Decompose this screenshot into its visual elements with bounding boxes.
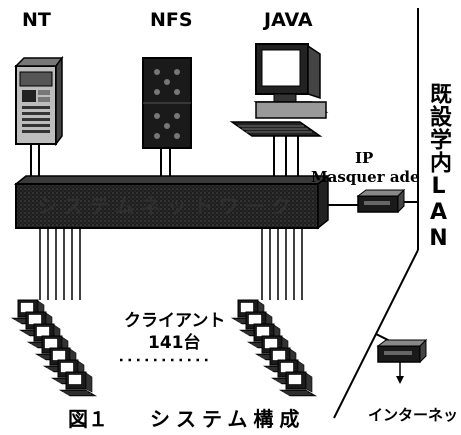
nfs-server [142, 57, 192, 149]
caption-title: システム構成 [150, 407, 305, 431]
java-label: JAVA [262, 9, 313, 31]
switch-label: システムネットワーク [37, 194, 296, 218]
network-switch: システムネットワーク [13, 174, 331, 230]
client-group-left [11, 299, 97, 397]
masquerade-line2: Masquer ade [311, 168, 420, 186]
nfs-label: NFS [150, 9, 193, 31]
lan-label: 既設学内LAN [426, 82, 451, 252]
clients-line1: クライアント [124, 311, 225, 331]
client-group-right [231, 299, 317, 397]
internet-label: インターネット [368, 406, 461, 424]
java-workstation [229, 43, 329, 137]
clients-line2: 141台 [148, 332, 201, 353]
nt-label: NT [22, 9, 51, 31]
internet-router [376, 338, 428, 384]
nt-server [14, 55, 64, 147]
masquerade-line1: IP [355, 149, 373, 167]
masquerade-router [356, 188, 406, 214]
caption-number: 図１ [68, 407, 108, 431]
client-links [39, 228, 303, 300]
